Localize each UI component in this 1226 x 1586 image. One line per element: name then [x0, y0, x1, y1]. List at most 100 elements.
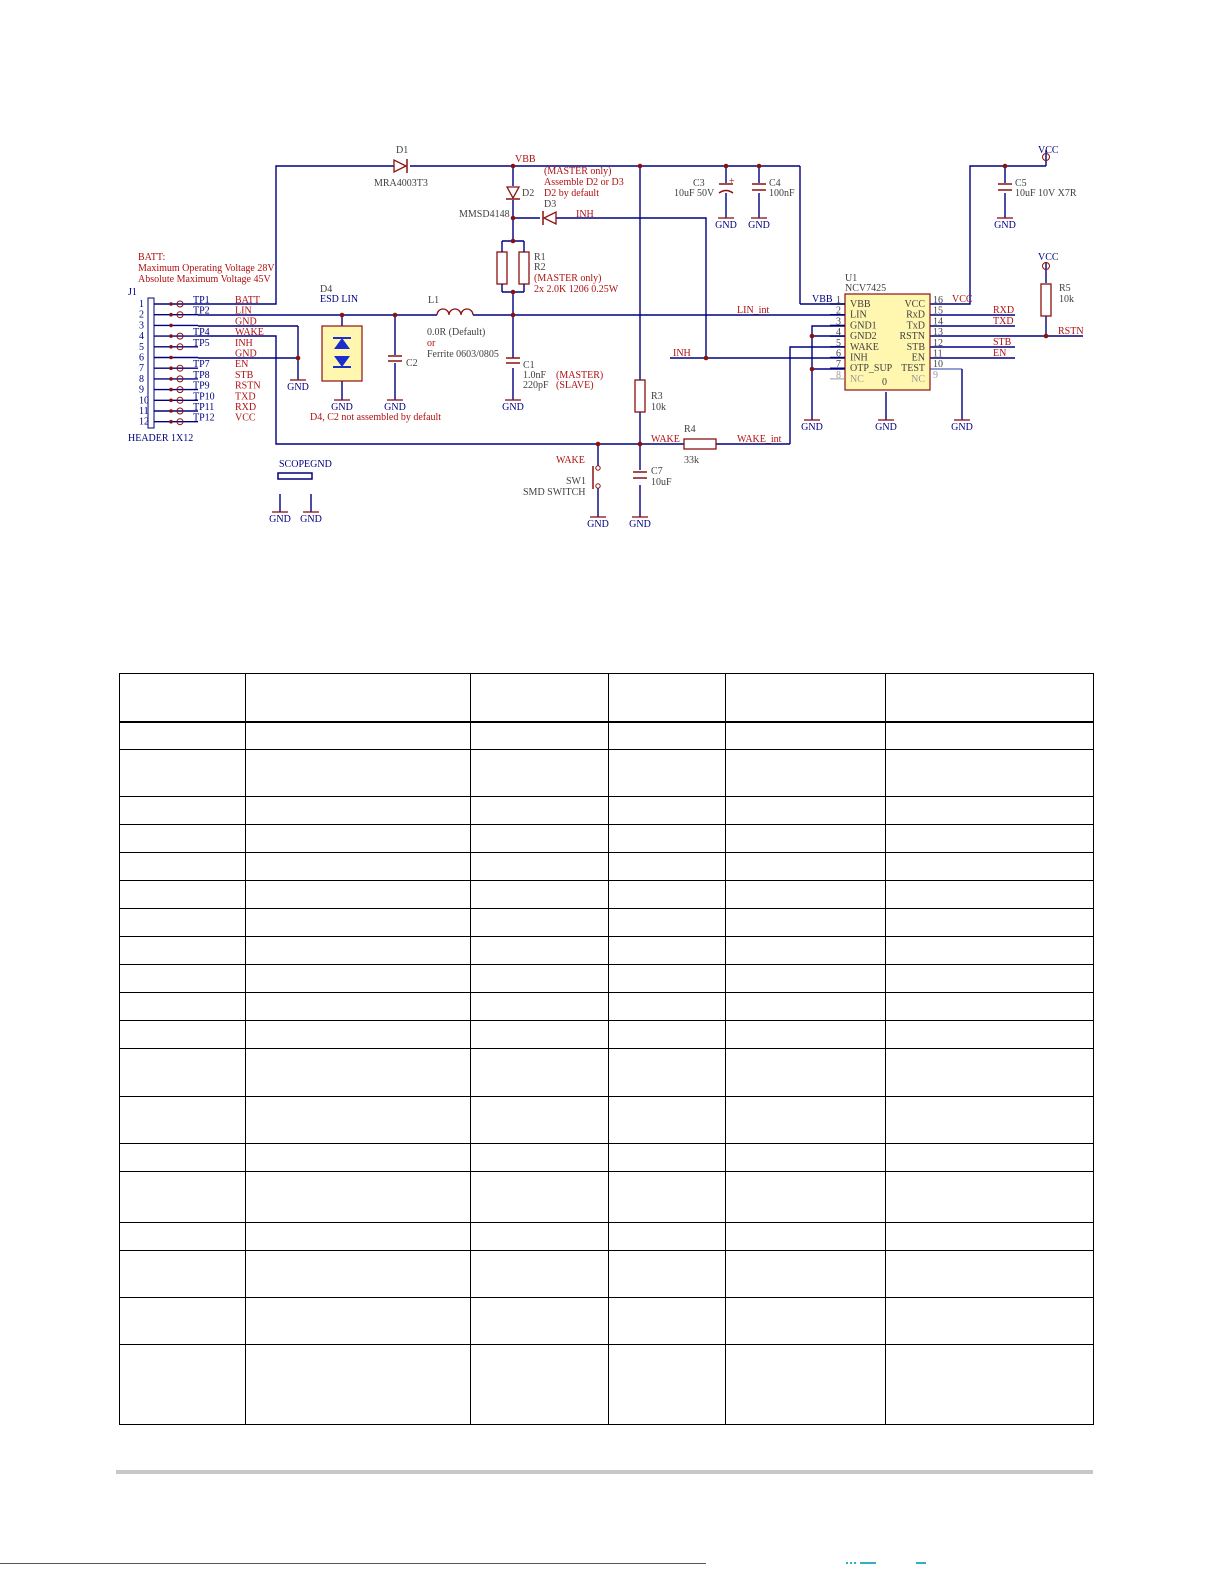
testpoint-label: TP4	[193, 327, 210, 338]
table-cell	[245, 1020, 471, 1049]
table-cell	[245, 992, 471, 1021]
table-cell	[119, 992, 246, 1021]
u1-right-pin-number: 15	[933, 306, 943, 317]
testpoint-icon	[176, 364, 184, 372]
master-line3: D2 by default	[544, 188, 599, 199]
table-cell	[725, 908, 886, 937]
table-row	[119, 1222, 1094, 1251]
table-cell	[725, 964, 886, 993]
table-cell	[119, 1143, 246, 1172]
table-cell	[608, 721, 726, 750]
table-cell	[725, 824, 886, 853]
testpoint-icon	[176, 311, 184, 319]
j1-pin-number: 3	[139, 320, 144, 331]
c1-val2: 220pF	[523, 380, 549, 391]
capacitor-c3-c4: + C3 10uF 50V C4 100nF	[674, 176, 795, 199]
table-cell	[885, 796, 1094, 825]
table-cell	[470, 1344, 609, 1425]
gnd-label: GND	[629, 519, 651, 530]
resistor-r5: R5 10k	[1040, 283, 1074, 317]
table-cell	[885, 992, 1094, 1021]
j1-pin-dot	[169, 334, 173, 338]
testpoint-label: TP11	[193, 402, 214, 413]
j1-pin-number: 8	[139, 374, 144, 385]
table-cell	[245, 1297, 471, 1345]
table-cell	[470, 992, 609, 1021]
c3-val: 10uF 50V	[674, 188, 715, 199]
j1-pin-number: 11	[139, 406, 149, 417]
r5-val: 10k	[1059, 294, 1074, 305]
c7-ref: C7	[651, 466, 663, 477]
table-cell	[608, 1171, 726, 1223]
table-cell	[119, 880, 246, 909]
gnd-label: GND	[384, 402, 406, 413]
table-cell	[245, 1096, 471, 1144]
table-cell	[608, 1297, 726, 1345]
table-cell	[245, 1250, 471, 1298]
j1-signal-label: WAKE	[235, 327, 264, 338]
table-cell	[470, 1143, 609, 1172]
gnd-label: GND	[875, 422, 897, 433]
master-line2: Assemble D2 or D3	[544, 177, 624, 188]
wake-label: WAKE	[651, 434, 680, 445]
d2-val: MMSD4148	[459, 209, 510, 220]
u1-left-pin-number: 5	[836, 338, 841, 349]
sw1-val: SMD SWITCH	[523, 487, 586, 498]
bottom-mark	[846, 1562, 926, 1564]
batt-note: BATT: Maximum Operating Voltage 28V Abso…	[138, 252, 275, 285]
table-cell	[119, 852, 246, 881]
vbb-pin-label: VBB	[812, 294, 833, 305]
r2-master: (MASTER only)	[534, 273, 602, 284]
table-cell	[885, 1344, 1094, 1425]
testpoint-label: TP9	[193, 381, 210, 392]
testpoint-label: TP2	[193, 306, 210, 317]
c3-ref: C3	[693, 178, 705, 189]
rstn-label: RSTN	[1058, 326, 1084, 337]
table-cell	[119, 1048, 246, 1097]
table-row	[119, 964, 1094, 993]
table-cell	[470, 796, 609, 825]
u1-right-pin-number: 10	[933, 359, 943, 370]
table-cell	[119, 749, 246, 797]
table-cell	[608, 992, 726, 1021]
c1-slave: (SLAVE)	[556, 380, 594, 391]
j1-signal-label: TXD	[235, 391, 256, 402]
table-cell	[245, 964, 471, 993]
j1-signal-label: INH	[235, 338, 253, 349]
table-cell	[119, 796, 246, 825]
d4-ref: D4	[320, 284, 332, 295]
capacitor-c1: C1 1.0nF 220pF (MASTER) (SLAVE)	[506, 357, 603, 391]
c4-val: 100nF	[769, 188, 795, 199]
table-cell	[725, 880, 886, 909]
table-cell	[725, 936, 886, 965]
c7-val: 10uF	[651, 477, 672, 488]
j1-pin-dot	[169, 355, 173, 360]
table-row	[119, 1250, 1094, 1298]
u1-left-pin-name: LIN	[850, 310, 867, 321]
table-cell	[608, 1020, 726, 1049]
l1-ref: L1	[428, 295, 439, 306]
table-cell	[119, 721, 246, 750]
u1-left-pin-number: 4	[836, 327, 841, 338]
testpoint-icon	[176, 375, 184, 383]
sw1-ref: SW1	[566, 476, 586, 487]
r3-val: 10k	[651, 402, 666, 413]
j1-pin-number: 4	[139, 331, 144, 342]
table-cell	[245, 936, 471, 965]
junctions	[295, 153, 1050, 447]
wake-int-label: WAKE_int	[737, 434, 782, 445]
j1-pin-number: 6	[139, 353, 144, 364]
table-cell	[608, 936, 726, 965]
testpoint-icon	[176, 332, 184, 340]
table-cell	[245, 852, 471, 881]
j1-pin-number: 9	[139, 385, 144, 396]
switch-sw1: WAKE SW1 SMD SWITCH	[523, 455, 601, 498]
table-cell	[245, 1048, 471, 1097]
table-cell	[470, 1020, 609, 1049]
u1-right-pin-name: RxD	[906, 310, 925, 321]
table-cell	[470, 1297, 609, 1345]
bottom-line	[0, 1563, 706, 1564]
table-cell	[119, 1250, 246, 1298]
testpoint-icon	[176, 407, 184, 415]
